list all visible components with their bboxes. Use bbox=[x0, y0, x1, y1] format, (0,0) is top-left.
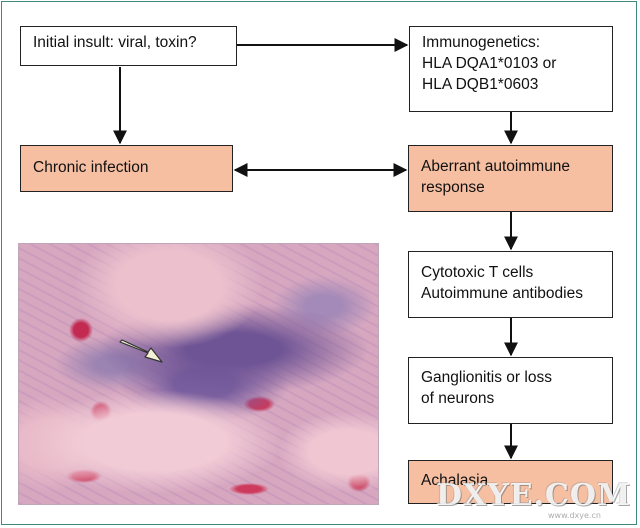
aberrant-autoimmune-box: Aberrant autoimmune response bbox=[408, 145, 613, 212]
watermark-subtext: www.dxye.cn bbox=[548, 511, 601, 520]
ganglionitis-box: Ganglionitis or loss of neurons bbox=[408, 357, 613, 424]
initial-insult-box: Initial insult: viral, toxin? bbox=[20, 26, 237, 66]
achalasia-box: Achalasia bbox=[408, 460, 613, 504]
cytotoxic-box: Cytotoxic T cells Autoimmune antibodies bbox=[408, 251, 613, 318]
immunogenetics-box: Immunogenetics: HLA DQA1*0103 or HLA DQB… bbox=[409, 26, 613, 112]
watermark-text: DXYE.COM bbox=[436, 478, 632, 513]
micrograph-pointer-arrow-icon bbox=[119, 339, 163, 363]
chronic-infection-box: Chronic infection bbox=[20, 145, 233, 192]
histology-micrograph bbox=[18, 243, 379, 505]
